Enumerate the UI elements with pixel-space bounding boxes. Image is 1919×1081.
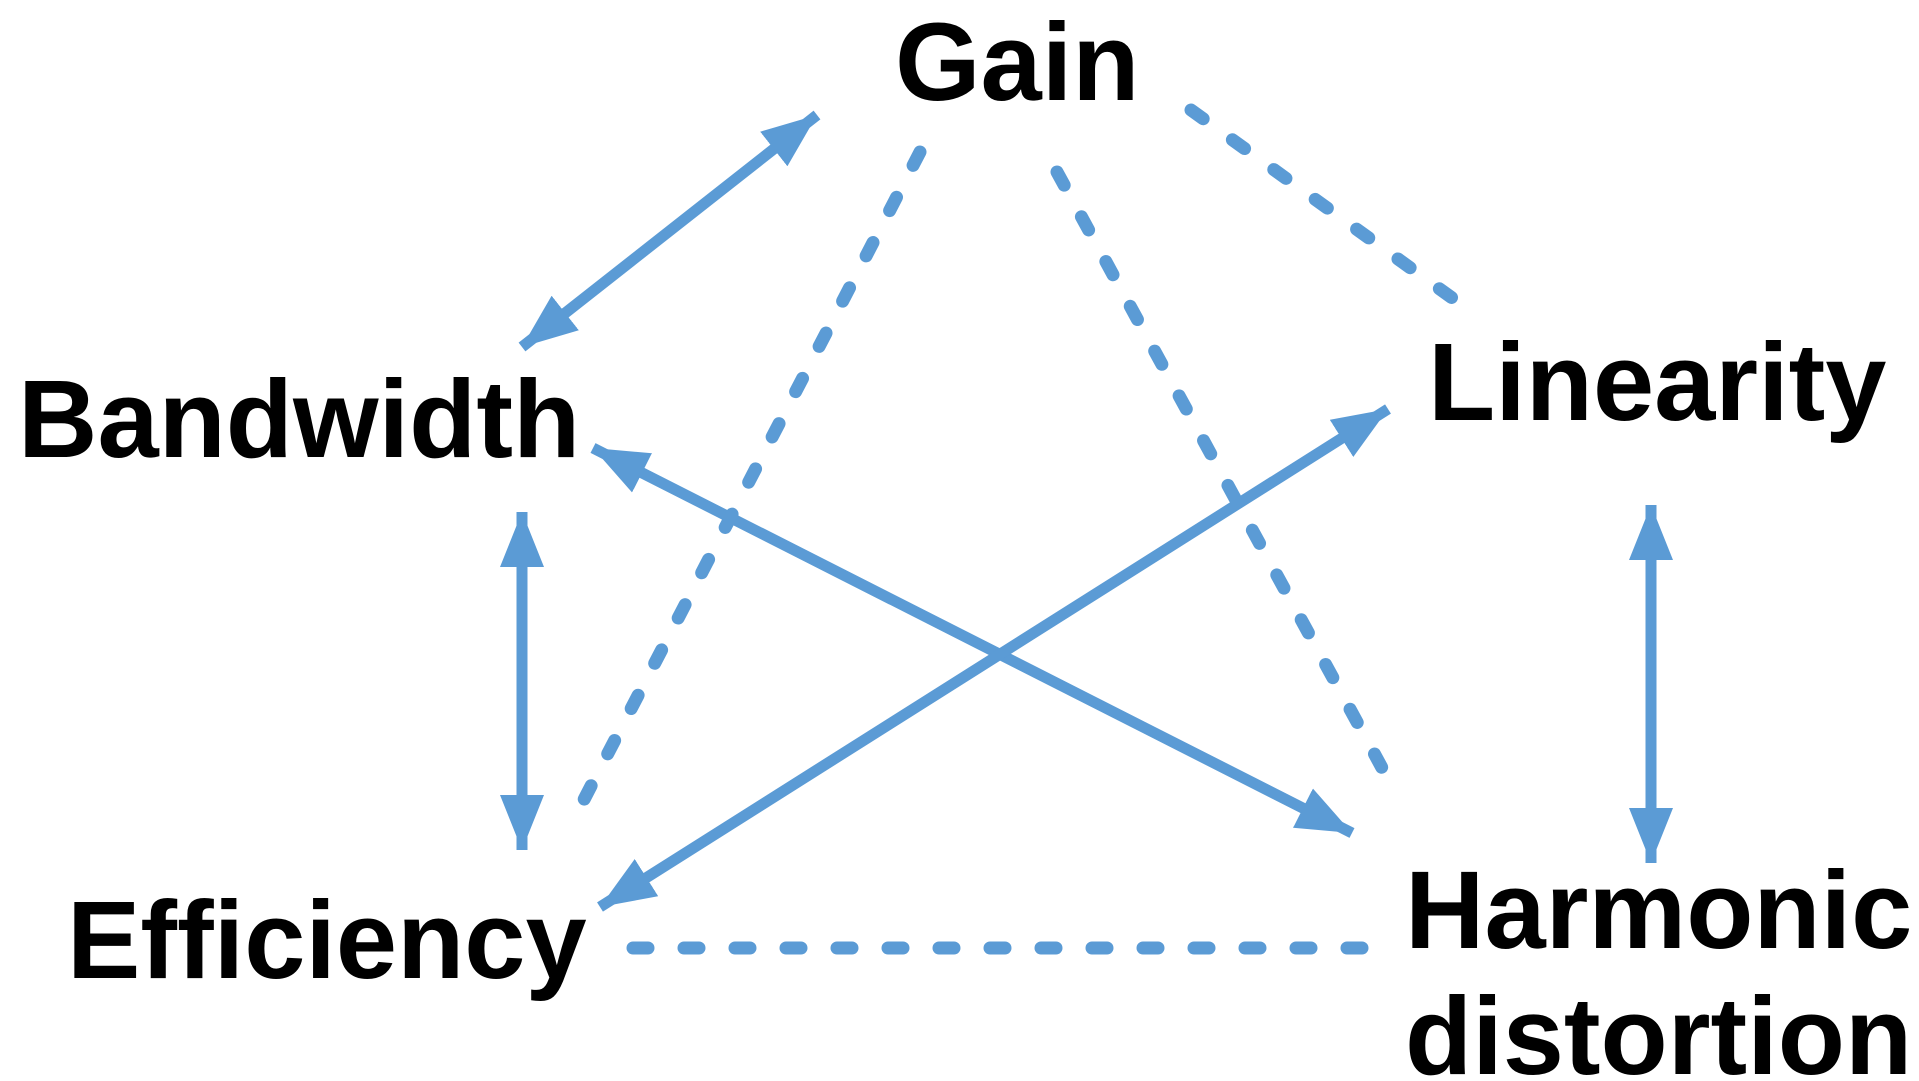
node-label-harmonic-distortion-line2: distortion	[1405, 975, 1912, 1081]
edge-efficiency-linearity-arrow	[597, 404, 1391, 912]
edge-gain-linearity-dashed-line	[1184, 103, 1462, 307]
edges-layer	[500, 103, 1673, 955]
node-label-efficiency: Efficiency	[67, 879, 587, 1002]
edge-gain-bandwidth-arrow	[518, 110, 821, 352]
edge-gain-harmonic-distortion-dashed-line	[1050, 165, 1400, 795]
node-label-harmonic-distortion-line1: Harmonic	[1405, 849, 1912, 972]
node-label-bandwidth: Bandwidth	[18, 358, 580, 481]
node-label-gain: Gain	[895, 1, 1140, 124]
node-label-linearity: Linearity	[1428, 321, 1886, 444]
edge-gain-efficiency-dashed-line	[570, 145, 927, 820]
